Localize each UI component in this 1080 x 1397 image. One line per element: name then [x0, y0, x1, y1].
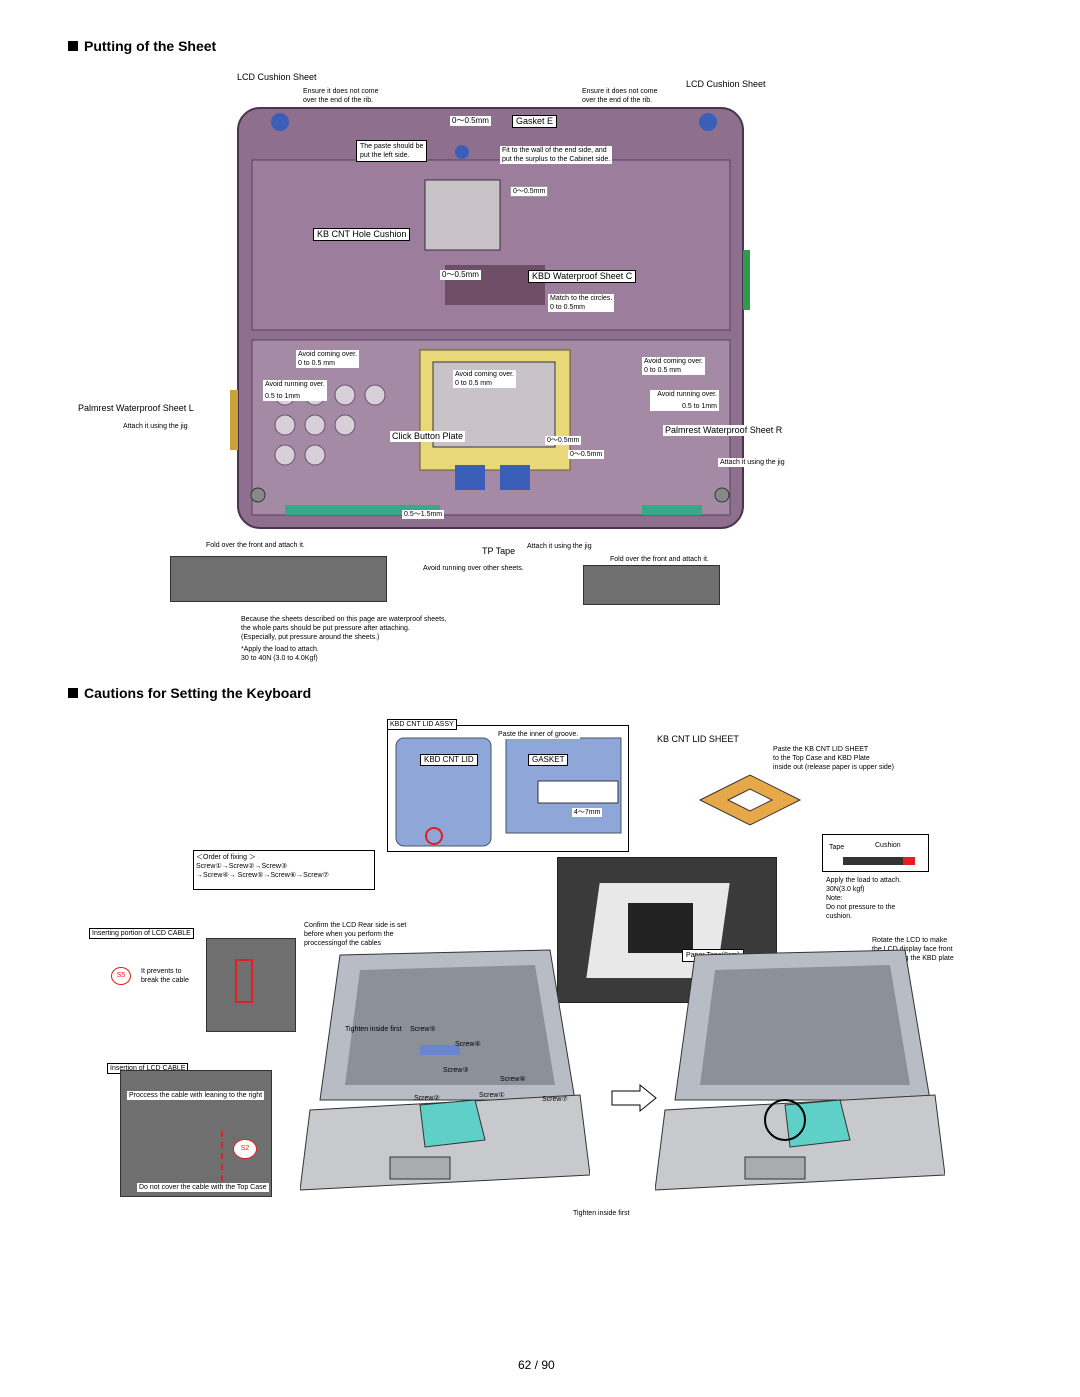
order-of-fixing-box: ＜Order of fixing ＞ Screw①→Screw②→Screw③ … — [193, 850, 375, 890]
label-screw1: Screw① — [479, 1092, 505, 1099]
photo-insertion-lcd: S2 — [120, 1070, 272, 1197]
bullet-square-icon — [68, 41, 78, 51]
laptop-right-illustration — [655, 949, 945, 1191]
note-avoid-left: Avoid coming over.0 to 0.5 mm — [296, 350, 360, 368]
label-lcd-cushion-left: LCD Cushion Sheet — [237, 72, 317, 82]
note-process-cable: Proccess the cable with leaning to the r… — [127, 1091, 265, 1100]
note-prevents: It prevents to break the cable — [141, 968, 189, 984]
label-inserting-lcd-cable: Inserting portion of LCD CABLE — [89, 928, 194, 939]
photo-fold-right — [583, 565, 720, 605]
dim-click-1: 0〜0.5mm — [545, 436, 582, 445]
label-palmrest-r: Palmrest Waterproof Sheet R — [663, 425, 785, 436]
badge-s2: S2 — [233, 1139, 257, 1159]
label-screw7: Screw⑦ — [542, 1096, 568, 1103]
badge-s5: S5 — [111, 967, 131, 985]
label-tighten-bottom: Tighten inside first — [573, 1210, 630, 1217]
label-kb-cnt-hole-cushion: KB CNT Hole Cushion — [313, 228, 411, 241]
note-apply-load: Apply the load to attach. 30N(3.0 kgf) N… — [826, 877, 902, 920]
note-match-circles: Match to the circles.0 to 0.5mm — [548, 294, 615, 312]
dim-gasket: 0〜0.5mm — [450, 116, 491, 126]
note-paste-groove: Paste the inner of groove. — [496, 730, 581, 739]
note-avoid-right: Avoid coming over.0 to 0.5 mm — [642, 357, 706, 375]
note-do-not-cover: Do not cover the cable with the Top Case — [137, 1183, 269, 1192]
section-heading-keyboard: Cautions for Setting the Keyboard — [68, 685, 311, 701]
bullet-square-icon — [68, 688, 78, 698]
note-fold-left: Fold over the front and attach it. — [206, 542, 305, 549]
label-screw4: Screw④ — [455, 1041, 481, 1048]
note-jig-right: Attach it using the jig — [718, 458, 787, 467]
tape-cushion-section: Tape Cushion — [822, 834, 929, 872]
note-avoid-center: Avoid coming over.0 to 0.5 mm — [453, 370, 517, 388]
section-title: Cautions for Setting the Keyboard — [84, 685, 312, 701]
dim-bottom: 0.5〜1.5mm — [402, 510, 445, 519]
label-kbd-cnt-lid: KBD CNT LID — [420, 754, 478, 766]
dim-4-7: 4〜7mm — [572, 808, 603, 817]
lid-sheet-illustration — [698, 774, 802, 826]
note-kb-lid-desc: Paste the KB CNT LID SHEET to the Top Ca… — [773, 746, 895, 771]
note-avoid-running-right: Avoid running over.0.5 to 1mm — [650, 390, 720, 411]
arrow-right-icon — [611, 1083, 657, 1113]
photo-inserting-lcd — [206, 938, 296, 1032]
note-rotate-lcd: Rotate the LCD to make the LCD display f… — [872, 937, 954, 962]
label-screw5: Screw⑤ — [410, 1026, 436, 1033]
label-gasket-e: Gasket E — [512, 115, 558, 128]
keyboard-chassis-diagram — [230, 107, 750, 529]
section-title: Putting of the Sheet — [84, 38, 217, 54]
dim-kbd: 0〜0.5mm — [440, 270, 481, 280]
label-tape: Tape — [829, 844, 845, 851]
section-heading-sheet: Putting of the Sheet — [68, 38, 216, 54]
label-lcd-cushion-right: LCD Cushion Sheet — [686, 79, 766, 89]
label-kbd-cnt-lid-assy: KBD CNT LID ASSY — [387, 719, 457, 730]
label-cushion: Cushion — [875, 842, 901, 849]
dim-click-2: 0〜0.5mm — [568, 450, 605, 459]
label-screw6: Screw⑥ — [500, 1076, 526, 1083]
note-avoid-other: Avoid running over other sheets. — [423, 565, 524, 572]
photo-fold-left — [170, 556, 387, 602]
label-tighten-first: Tighten inside first — [345, 1026, 402, 1033]
note-waterproof: Because the sheets described on this pag… — [241, 616, 447, 662]
note-fold-right: Fold over the front and attach it. — [610, 556, 709, 563]
note-attach-jig: Attach it using the jig — [527, 543, 592, 550]
dim-mid: 0〜0.5mm — [510, 186, 549, 197]
label-click-button-plate: Click Button Plate — [390, 431, 466, 442]
note-avoid-running-left: Avoid running over.0.5 to 1mm — [263, 380, 327, 401]
label-kb-cnt-lid-sheet: KB CNT LID SHEET — [657, 734, 739, 744]
page-number: 62 / 90 — [518, 1358, 555, 1372]
note-confirm-lcd: Confirm the LCD Rear side is set before … — [304, 922, 407, 947]
label-tp-tape: TP Tape — [482, 546, 516, 556]
kbd-cnt-lid-assy-panel: KBD CNT LID ASSY Paste the inner of groo… — [387, 719, 629, 852]
lid-assy-illustration — [395, 737, 622, 847]
label-palmrest-l: Palmrest Waterproof Sheet L — [78, 403, 194, 413]
label-gasket: GASKET — [528, 754, 569, 766]
label-screw3: Screw③ — [443, 1067, 469, 1074]
note-jig-left: Attach it using the jig — [123, 423, 188, 430]
label-kbd-waterproof-sheet-c: KBD Waterproof Sheet C — [528, 270, 637, 283]
laptop-left-illustration — [300, 949, 590, 1191]
label-screw2: Screw② — [414, 1095, 440, 1102]
